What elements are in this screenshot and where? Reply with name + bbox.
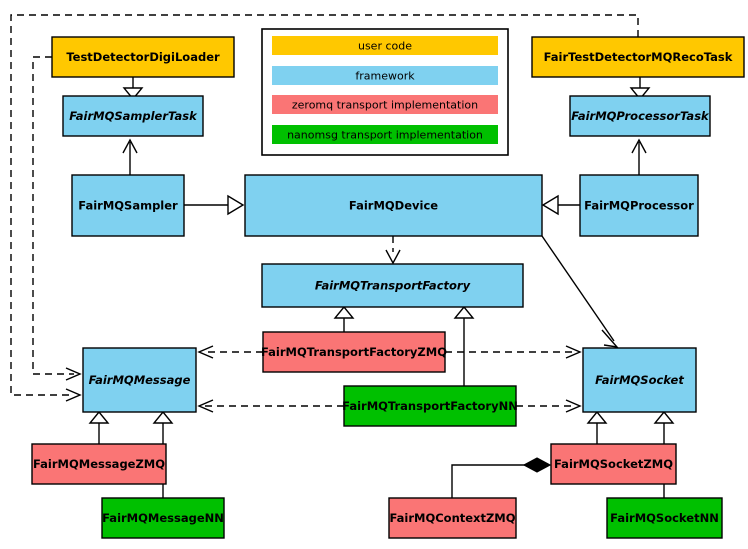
class-name-label: FairMQMessage — [89, 373, 191, 387]
class-nodes: TestDetectorDigiLoaderFairMQSamplerTaskF… — [31, 36, 745, 539]
legend: user code framework zeromq transport imp… — [261, 28, 509, 156]
legend-swatch-zeromq — [272, 95, 498, 114]
edge-device-socket — [541, 235, 619, 348]
class-name-label: FairMQSampler — [78, 199, 178, 213]
edge-factoryzmq-message — [197, 345, 263, 359]
class-name-label: FairMQTransportFactoryNN — [342, 399, 518, 413]
class-box[interactable] — [262, 331, 446, 373]
class-box[interactable] — [261, 263, 524, 308]
legend-item-framework: framework — [272, 66, 498, 85]
class-box[interactable] — [51, 36, 235, 78]
class-node-FairTestDetectorMQRecoTask[interactable]: FairTestDetectorMQRecoTask — [531, 36, 745, 78]
edge-socketzmq-contextzmq — [451, 457, 552, 498]
class-name-label: FairMQMessageNN — [102, 511, 224, 525]
edge-socketzmq-socket — [586, 410, 608, 444]
edge-messagezmq-message — [88, 410, 110, 444]
class-box[interactable] — [62, 95, 204, 137]
class-name-label: TestDetectorDigiLoader — [66, 50, 220, 64]
edge-factoryzmq-socket — [445, 345, 582, 359]
class-node-FairMQMessage[interactable]: FairMQMessage — [82, 347, 197, 413]
class-node-FairMQMessageNN[interactable]: FairMQMessageNN — [101, 497, 225, 539]
class-box[interactable] — [582, 347, 697, 413]
edge-factoryzmq-factory — [333, 305, 355, 332]
edge-factorynn-socket — [516, 399, 582, 413]
class-name-label: FairMQTransportFactory — [315, 279, 471, 293]
class-box[interactable] — [569, 95, 711, 137]
legend-swatch-user-code — [272, 36, 498, 55]
class-node-FairMQSocketNN[interactable]: FairMQSocketNN — [606, 497, 723, 539]
class-name-label: FairMQSamplerTask — [69, 109, 198, 123]
class-node-FairMQDevice[interactable]: FairMQDevice — [244, 174, 543, 237]
class-box[interactable] — [244, 174, 543, 237]
edge-recotask-processortask — [629, 77, 651, 101]
class-name-label: FairMQProcessorTask — [571, 109, 710, 123]
legend-swatch-framework — [272, 66, 498, 85]
legend-label-framework: framework — [355, 70, 415, 83]
class-box[interactable] — [31, 443, 167, 485]
class-name-label: FairMQSocket — [595, 373, 684, 387]
edge-sampler-samplertask — [122, 138, 138, 175]
class-name-label: FairMQSocketZMQ — [554, 457, 673, 471]
class-box[interactable] — [550, 443, 677, 485]
class-name-label: FairMQMessageZMQ — [33, 457, 165, 471]
legend-label-user-code: user code — [358, 40, 412, 53]
class-name-label: FairMQSocketNN — [610, 511, 719, 525]
class-node-FairMQProcessorTask[interactable]: FairMQProcessorTask — [569, 95, 711, 137]
class-node-FairMQSampler[interactable]: FairMQSampler — [71, 174, 185, 237]
class-box[interactable] — [579, 174, 699, 237]
class-name-label: FairMQDevice — [349, 199, 438, 213]
edge-digiloader-samplertask — [122, 77, 144, 101]
class-node-FairMQTransportFactoryZMQ[interactable]: FairMQTransportFactoryZMQ — [261, 331, 447, 373]
edge-scope-inner-message — [32, 56, 82, 381]
legend-swatch-nanomsg — [272, 125, 498, 144]
class-name-label: FairMQTransportFactoryZMQ — [261, 345, 447, 359]
class-box[interactable] — [101, 497, 225, 539]
edge-scope-outer-message — [10, 14, 639, 402]
class-node-FairMQTransportFactoryNN[interactable]: FairMQTransportFactoryNN — [342, 385, 518, 427]
class-node-FairMQSocket[interactable]: FairMQSocket — [582, 347, 697, 413]
legend-item-nanomsg: nanomsg transport implementation — [272, 125, 498, 144]
class-box[interactable] — [388, 497, 517, 539]
class-node-FairMQSamplerTask[interactable]: FairMQSamplerTask — [62, 95, 204, 137]
legend-label-nanomsg: nanomsg transport implementation — [287, 129, 483, 142]
class-box[interactable] — [82, 347, 197, 413]
class-box[interactable] — [606, 497, 723, 539]
class-box[interactable] — [71, 174, 185, 237]
class-box[interactable] — [531, 36, 745, 78]
edge-sampler-device — [184, 194, 245, 216]
legend-item-zeromq: zeromq transport implementation — [272, 95, 498, 114]
class-node-FairMQContextZMQ[interactable]: FairMQContextZMQ — [388, 497, 517, 539]
class-node-FairMQSocketZMQ[interactable]: FairMQSocketZMQ — [550, 443, 677, 485]
edge-device-transportfactory — [385, 236, 401, 265]
class-name-label: FairMQContextZMQ — [389, 511, 515, 525]
legend-label-zeromq: zeromq transport implementation — [292, 99, 478, 112]
class-node-FairMQMessageZMQ[interactable]: FairMQMessageZMQ — [31, 443, 167, 485]
class-name-label: FairTestDetectorMQRecoTask — [544, 50, 733, 64]
class-box[interactable] — [343, 385, 517, 427]
legend-item-user-code: user code — [272, 36, 498, 55]
class-node-TestDetectorDigiLoader[interactable]: TestDetectorDigiLoader — [51, 36, 235, 78]
class-node-FairMQTransportFactory[interactable]: FairMQTransportFactory — [261, 263, 524, 308]
class-name-label: FairMQProcessor — [584, 199, 694, 213]
edge-processor-device — [541, 194, 580, 216]
edge-factorynn-message — [197, 399, 344, 413]
class-node-FairMQProcessor[interactable]: FairMQProcessor — [579, 174, 699, 237]
edge-processor-processortask — [631, 138, 647, 175]
